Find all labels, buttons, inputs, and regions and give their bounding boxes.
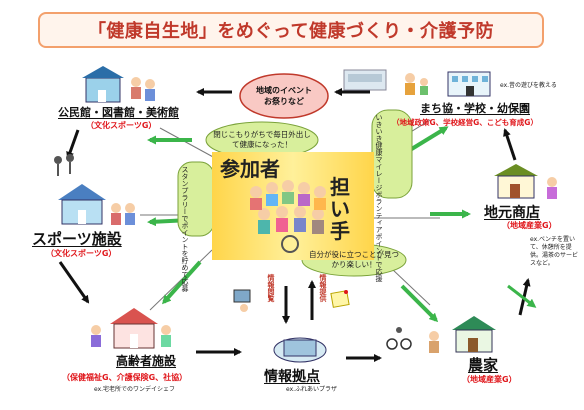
title-banner: 「健康自生地」をめぐって健康づくり・介護予防 [38, 12, 544, 48]
events-bubble-text: 地域のイベント お祭りなど [256, 86, 312, 106]
sports-group: （文化スポーツG） [46, 249, 117, 258]
crowd-people-icon [250, 180, 326, 253]
green-arrow-elderly [161, 260, 202, 305]
public-hall-group: （文化スポーツG） [86, 121, 157, 130]
local-shop-people-icon [547, 177, 557, 199]
machikyo-name: まち協・学校・幼保園 [420, 102, 530, 115]
farm-group: （地域産業G） [462, 375, 517, 384]
participant-voice-text: 閉じこもりがちで毎日外出して健康になった！ [213, 130, 311, 149]
green-arrow-farm [400, 284, 439, 323]
participant-label: 参加者 [220, 157, 280, 181]
sports-building-icon [58, 184, 106, 225]
volunteer-text: いきいき健康マイレージボランティアポイントで応援 [375, 114, 383, 282]
sports-name: スポーツ施設 [32, 230, 122, 248]
center-panel [212, 152, 374, 260]
arrow-publichall-to-sports [66, 129, 80, 160]
farm-name: 農家 [468, 356, 499, 374]
farm-building-icon [452, 316, 496, 353]
memo-note-icon [330, 290, 350, 308]
local-shop-name: 地元商店 [484, 205, 540, 221]
public-hall-name: 公民館・図書館・美術館 [58, 106, 179, 119]
info-browse-label: 情報閲覧 [267, 274, 275, 302]
public-hall-building-icon [82, 66, 124, 103]
local-shop-example: ex.ベンチを置いて、休憩所を提供。湯茶のサービスなど。 [530, 236, 579, 267]
local-shop-building-icon [494, 164, 538, 199]
machikyo-building-icon [447, 71, 491, 97]
machikyo-example: ex.昔の遊びを教える [500, 82, 557, 89]
green-arrow-machikyo [408, 126, 449, 152]
info-provide-label: 情報提供 [319, 274, 327, 302]
school-photo-icon [343, 69, 387, 91]
page-title: 「健康自生地」をめぐって健康づくり・介護予防 [87, 21, 495, 42]
machikyo-group: （地域政策G、学校経営G、こども育成G） [392, 118, 538, 127]
elderly-example: ex.宅老所でのワンデイシェフ [94, 386, 176, 393]
arrow-sports-to-elderly [58, 261, 90, 304]
local-shop-group: （地域産業G） [502, 221, 557, 230]
info-hub-name: 情報拠点 [264, 369, 320, 385]
cyclist-icon [386, 327, 412, 350]
stamp-rally-text: スタンプラリーでポイントを貯めて応募 [181, 166, 189, 292]
events-bubble [239, 73, 329, 119]
sports-people-icon [111, 203, 135, 225]
info-hub-example: ex.ふれあいプラザ [286, 386, 338, 393]
elderly-people-icon [91, 325, 171, 347]
info-hub-building-icon [273, 337, 327, 363]
arrow-shop-to-machikyo [503, 128, 517, 161]
carrier-label: 担い手 [330, 175, 350, 243]
farm-people-icon [429, 331, 439, 353]
elderly-building-icon [110, 308, 158, 349]
elderly-name: 高齢者施設 [116, 354, 177, 368]
public-hall-people-icon [131, 77, 155, 101]
walkers-icon [54, 154, 74, 176]
machikyo-people-icon [405, 73, 428, 95]
elderly-group: （保健福祉G、介護保険G、社協） [62, 373, 188, 382]
computer-user-icon [233, 289, 251, 312]
green-arrow-shop-dot [507, 284, 537, 308]
carrier-voice-text: 自分が役に立つことが見つかり楽しい！ [309, 250, 399, 269]
